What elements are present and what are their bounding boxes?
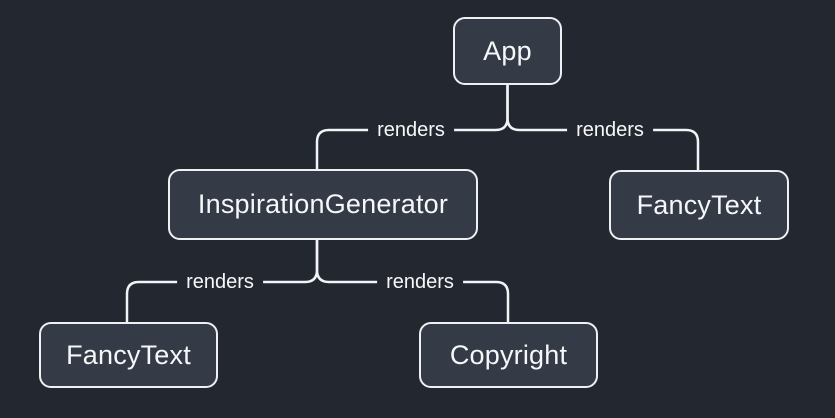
node-copyright: Copyright [419, 322, 598, 388]
node-fancy-text-bottom: FancyText [39, 322, 218, 388]
edge-label-inspiration-generator-fancy-text: renders [177, 269, 263, 295]
edge-label-app-inspiration-generator: renders [368, 117, 454, 143]
node-app: App [453, 17, 562, 85]
node-fancy-text-top: FancyText [609, 170, 789, 240]
node-inspiration-generator: InspirationGenerator [168, 169, 478, 240]
edge-label-app-fancy-text: renders [567, 117, 653, 143]
edge-label-inspiration-generator-copyright: renders [377, 269, 463, 295]
